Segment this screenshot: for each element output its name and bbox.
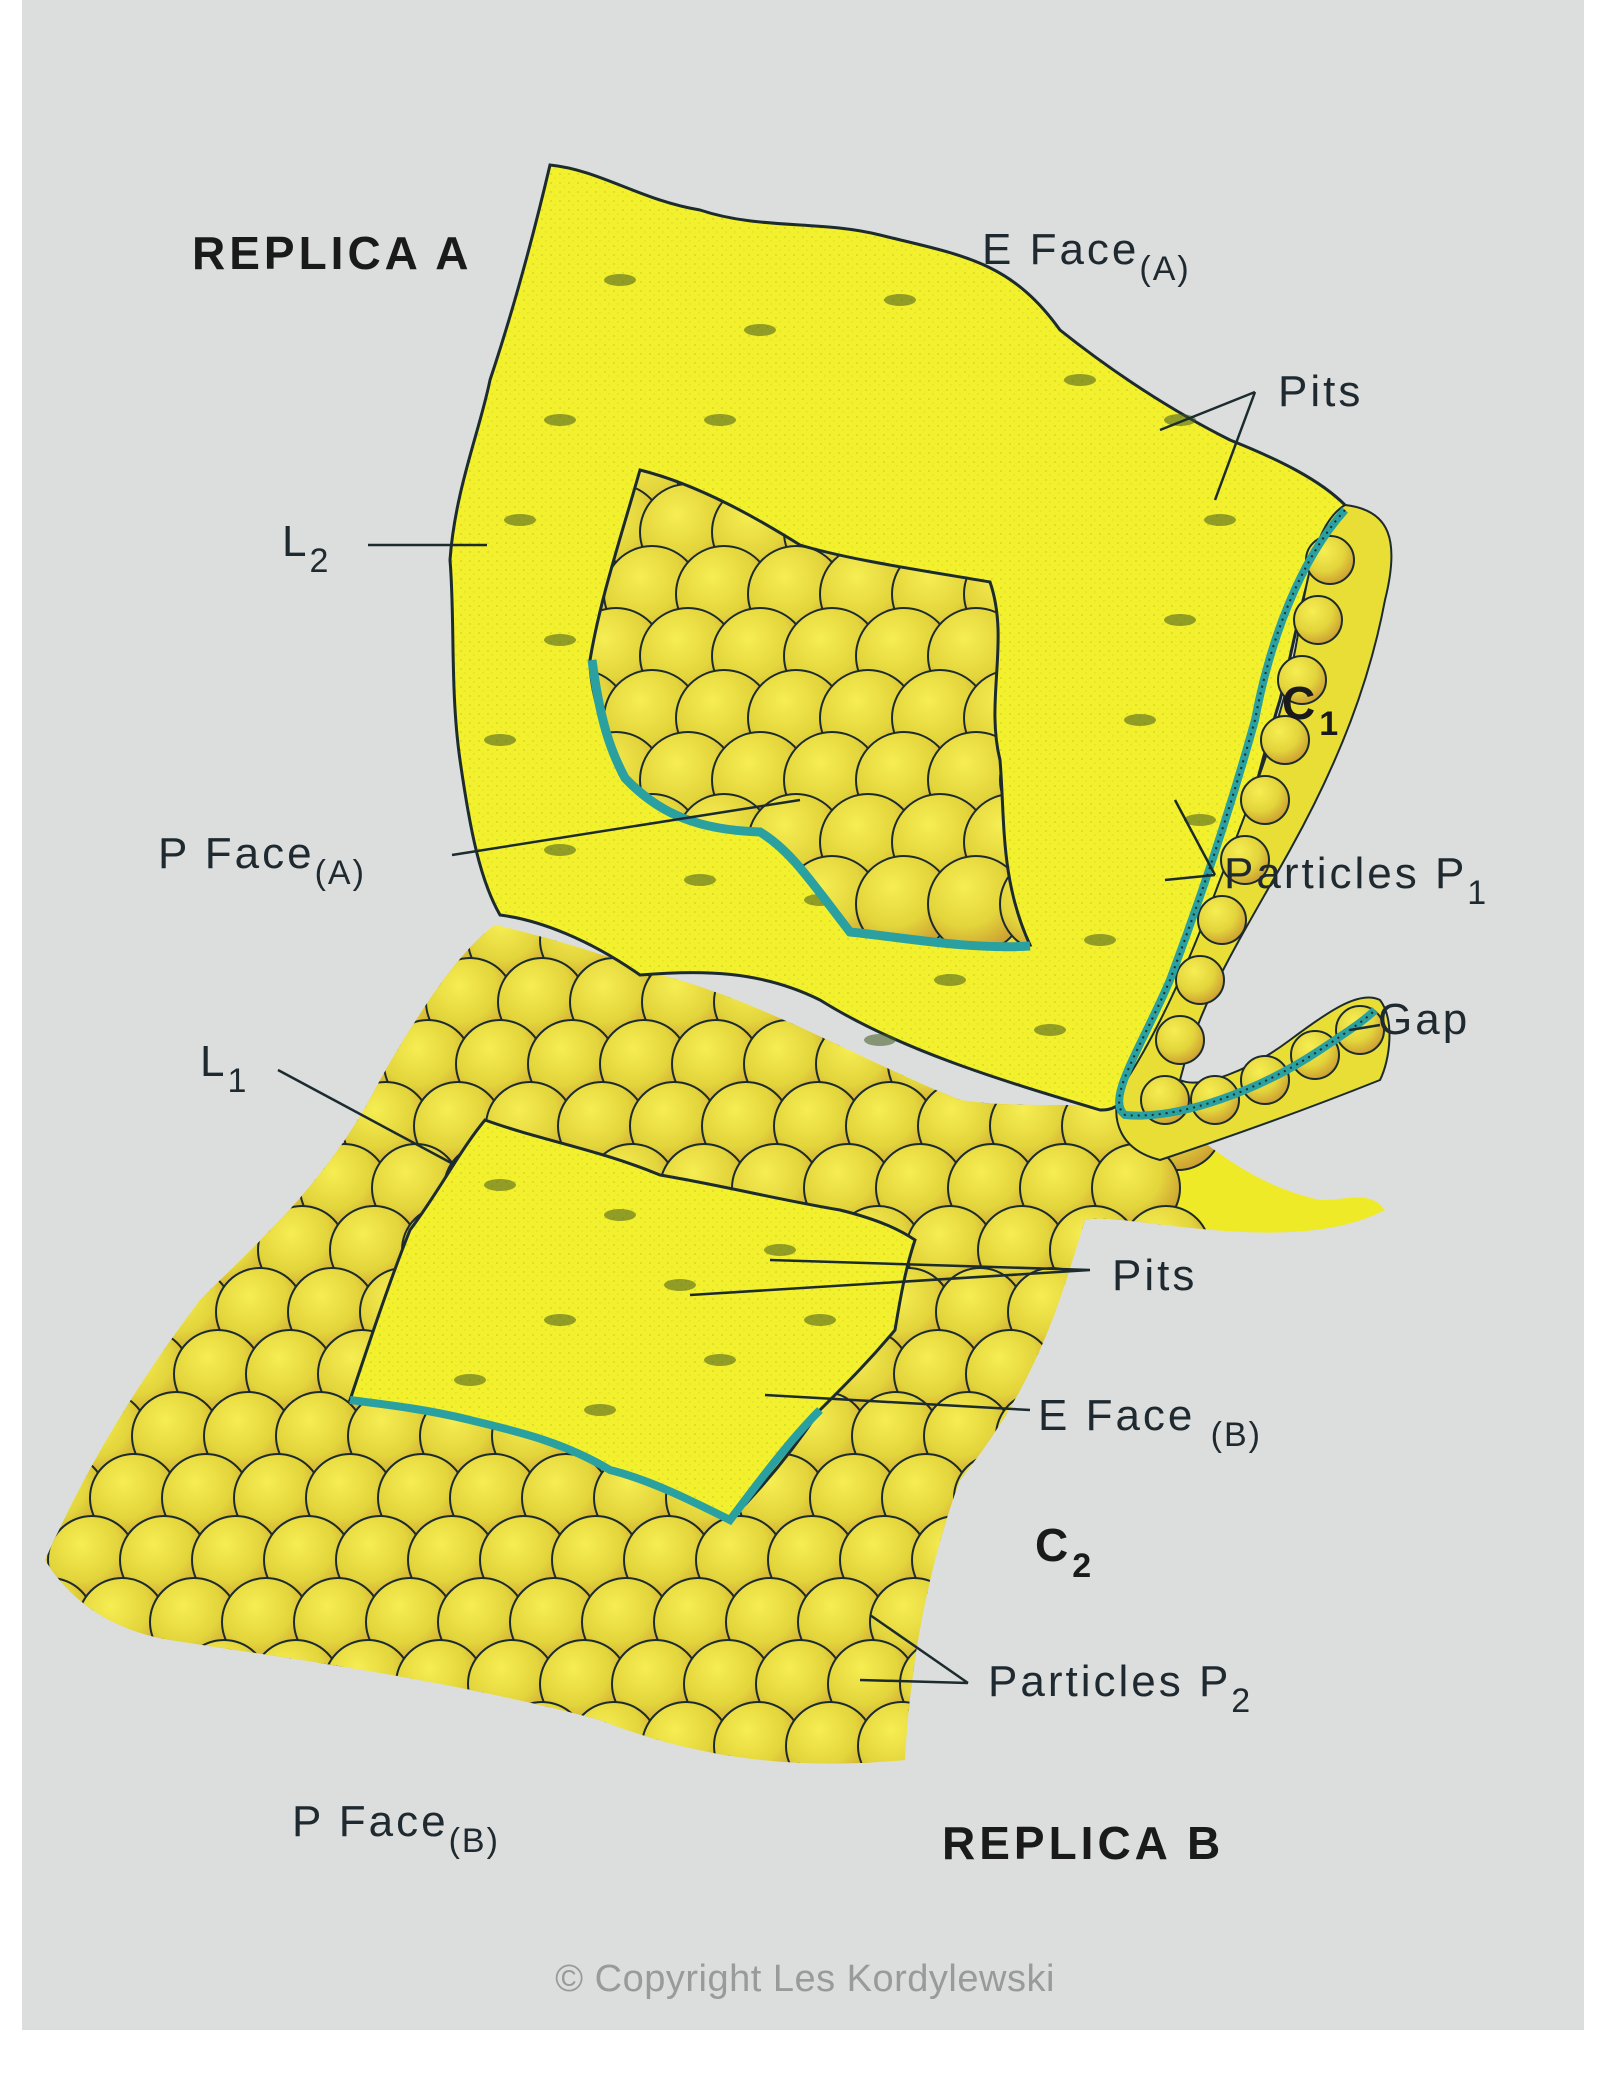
particle-p1	[1260, 715, 1310, 765]
pit-e-face-a	[1084, 934, 1116, 946]
label-p-face-b: P Face(B)	[292, 1797, 500, 1860]
particle-p1	[1277, 655, 1327, 705]
p-face-a-cut-edge	[587, 659, 1031, 952]
label-particles-p1: Particles P1	[1224, 849, 1489, 912]
copyright-notice: © Copyright Les Kordylewski	[555, 1958, 1055, 2000]
pit-e-face-b	[454, 1374, 486, 1386]
pit-e-face-a	[864, 1034, 896, 1046]
pit-e-face-b	[604, 1209, 636, 1221]
label-pits-top: Pits	[1278, 367, 1364, 416]
label-e-face-a: E Face(A)	[982, 225, 1191, 288]
label-c1: C1	[1282, 677, 1341, 743]
pit-e-face-a	[504, 514, 536, 526]
pit-e-face-b	[484, 1179, 516, 1191]
pit-e-face-a	[684, 874, 716, 886]
particle-p1	[1220, 835, 1270, 885]
pit-e-face-b	[704, 1354, 736, 1366]
pit-e-face-b	[664, 1279, 696, 1291]
particle-p1	[1175, 955, 1225, 1005]
label-particles-p2: Particles P2	[988, 1657, 1253, 1720]
pit-e-face-b	[544, 1314, 576, 1326]
pit-e-face-a	[604, 274, 636, 286]
label-p-face-a: P Face(A)	[158, 829, 366, 892]
pit-e-face-b	[804, 1314, 836, 1326]
leader-lines	[277, 390, 1381, 1685]
e-face-b-pits	[454, 1179, 836, 1416]
pit-e-face-a	[544, 634, 576, 646]
pit-e-face-a	[1184, 814, 1216, 826]
label-replica-a: REPLICA A	[192, 227, 473, 279]
pit-e-face-b	[584, 1404, 616, 1416]
label-gap: Gap	[1378, 995, 1471, 1044]
pit-e-face-a	[1124, 714, 1156, 726]
pit-e-face-a	[1064, 374, 1096, 386]
pit-e-face-a	[544, 844, 576, 856]
pit-e-face-a	[884, 294, 916, 306]
pit-e-face-a	[1164, 614, 1196, 626]
pit-e-face-a	[1204, 514, 1236, 526]
pit-e-face-a	[704, 414, 736, 426]
pit-e-face-a	[1164, 414, 1196, 426]
pit-e-face-a	[484, 734, 516, 746]
particle-p1	[1155, 1015, 1205, 1065]
label-c2: C2	[1035, 1519, 1094, 1585]
label-e-face-b: E Face (B)	[1038, 1391, 1262, 1454]
particle-p1	[1293, 595, 1343, 645]
pit-e-face-a	[744, 324, 776, 336]
pit-e-face-a	[1034, 1024, 1066, 1036]
label-l2: L2	[282, 517, 331, 580]
label-pits-bottom: Pits	[1112, 1251, 1198, 1300]
pit-e-face-a	[934, 974, 966, 986]
particle-p1	[1240, 775, 1290, 825]
label-replica-b: REPLICA B	[942, 1817, 1225, 1869]
pit-e-face-a	[544, 414, 576, 426]
pit-e-face-b	[764, 1244, 796, 1256]
particle-p1	[1197, 895, 1247, 945]
e-face-b-cut-edge	[349, 1396, 823, 1526]
label-l1: L1	[200, 1037, 249, 1100]
